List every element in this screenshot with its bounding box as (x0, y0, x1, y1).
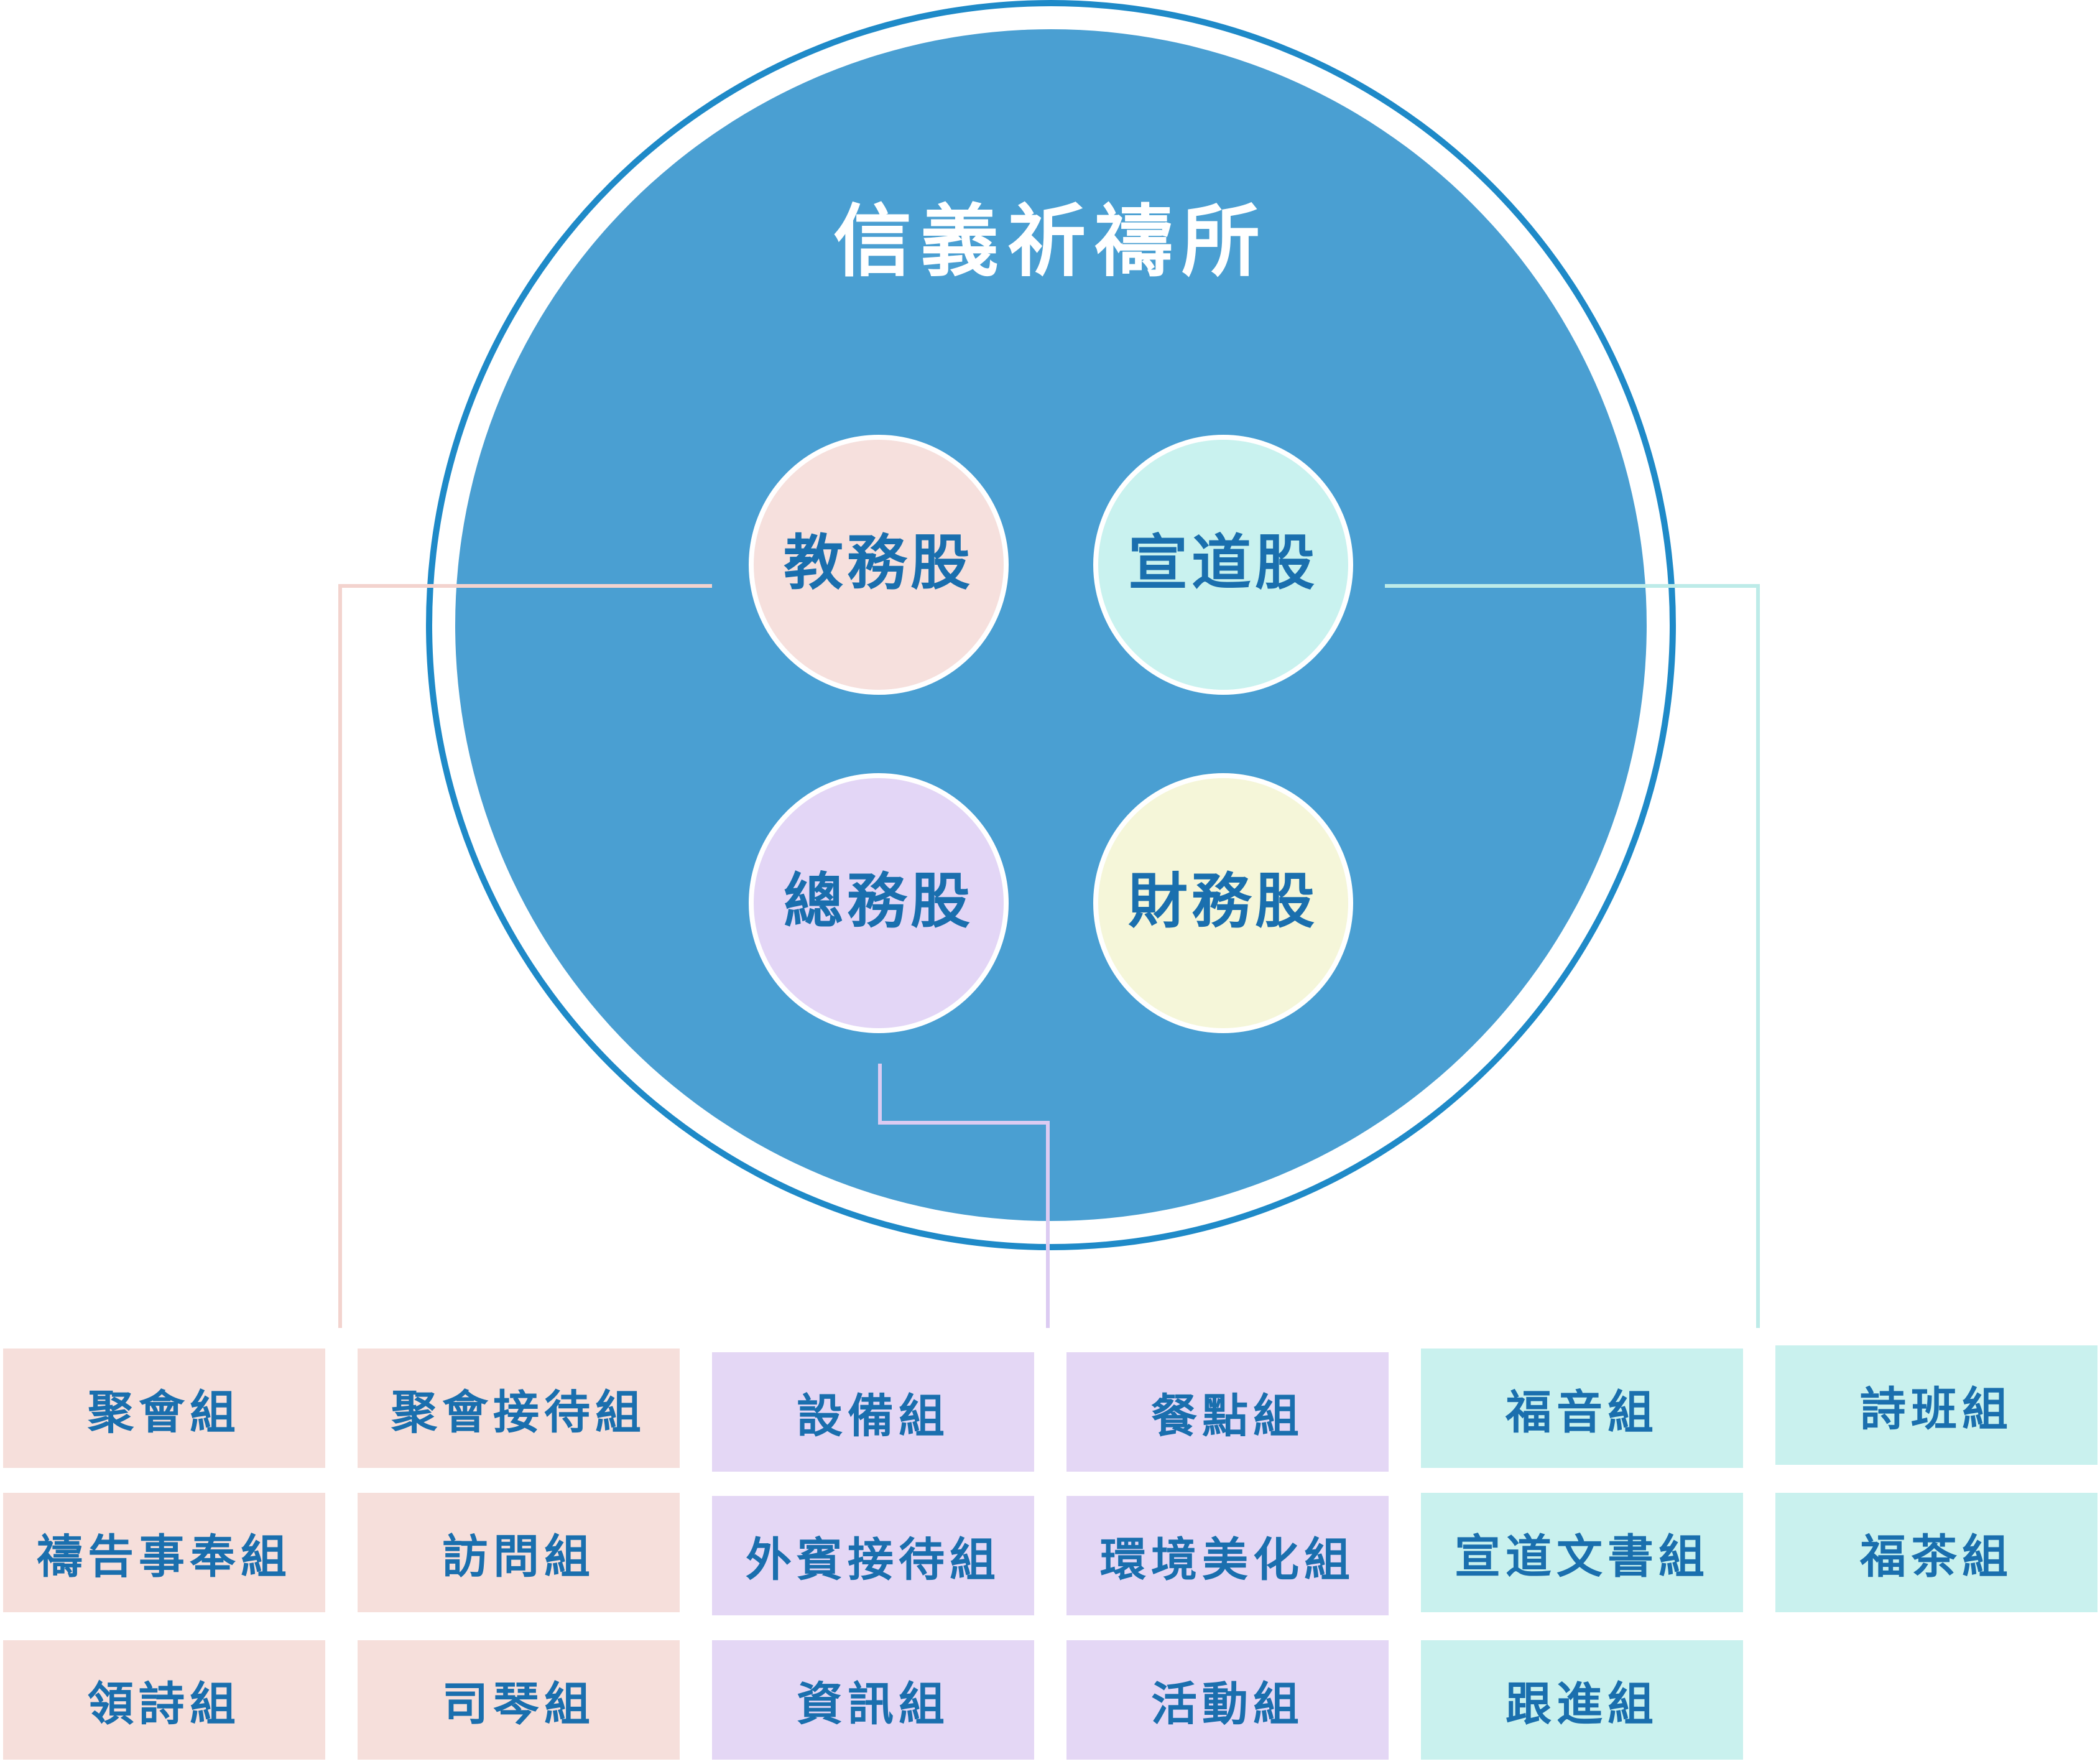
group-box: 福茶組 (1775, 1493, 2098, 1612)
group-box: 餐點組 (1066, 1352, 1389, 1472)
evangelism-connector-line (1385, 584, 1760, 1328)
group-box: 聚會接待組 (358, 1349, 680, 1468)
group-label: 環境美化組 (1100, 1533, 1355, 1587)
group-box: 福音組 (1421, 1349, 1743, 1468)
education-connector-line (338, 584, 712, 1328)
group-box: 禱告事奉組 (3, 1493, 325, 1612)
group-box: 詩班組 (1775, 1345, 2098, 1465)
group-label: 禱告事奉組 (37, 1530, 292, 1584)
group-label: 餐點組 (1151, 1389, 1304, 1443)
group-label: 宣道文書組 (1455, 1530, 1709, 1584)
group-label: 福茶組 (1860, 1530, 2013, 1584)
group-box: 環境美化組 (1066, 1496, 1389, 1615)
department-general: 總務股 (749, 773, 1009, 1033)
group-label: 司琴組 (442, 1677, 595, 1731)
general-connector-line (878, 1064, 1050, 1328)
group-label: 跟進組 (1506, 1677, 1658, 1731)
group-box: 宣道文書組 (1421, 1493, 1743, 1612)
main-title: 信義祈禱所 (833, 196, 1269, 287)
group-label: 資訊組 (797, 1677, 950, 1731)
group-box: 資訊組 (712, 1640, 1034, 1760)
department-education-label: 教務股 (784, 528, 974, 598)
department-evangelism-label: 宣道股 (1128, 528, 1318, 598)
main-circle-ring (426, 0, 1676, 1250)
department-education: 教務股 (749, 435, 1009, 695)
group-box: 活動組 (1066, 1640, 1389, 1760)
group-box: 領詩組 (3, 1640, 325, 1760)
group-label: 訪問組 (442, 1530, 595, 1584)
group-label: 詩班組 (1860, 1382, 2013, 1436)
group-label: 設備組 (797, 1389, 950, 1443)
department-finance-label: 財務股 (1128, 866, 1318, 936)
group-box: 訪問組 (358, 1493, 680, 1612)
group-box: 設備組 (712, 1352, 1034, 1472)
group-label: 福音組 (1506, 1385, 1658, 1439)
group-box: 聚會組 (3, 1349, 325, 1468)
group-label: 外賓接待組 (746, 1533, 1001, 1587)
department-finance: 財務股 (1093, 773, 1353, 1033)
group-label: 聚會組 (88, 1385, 241, 1439)
department-general-label: 總務股 (784, 866, 974, 936)
group-label: 聚會接待組 (391, 1385, 646, 1439)
group-label: 活動組 (1151, 1677, 1304, 1731)
group-label: 領詩組 (88, 1677, 241, 1731)
group-box: 司琴組 (358, 1640, 680, 1760)
group-box: 跟進組 (1421, 1640, 1743, 1760)
department-evangelism: 宣道股 (1093, 435, 1353, 695)
group-box: 外賓接待組 (712, 1496, 1034, 1615)
